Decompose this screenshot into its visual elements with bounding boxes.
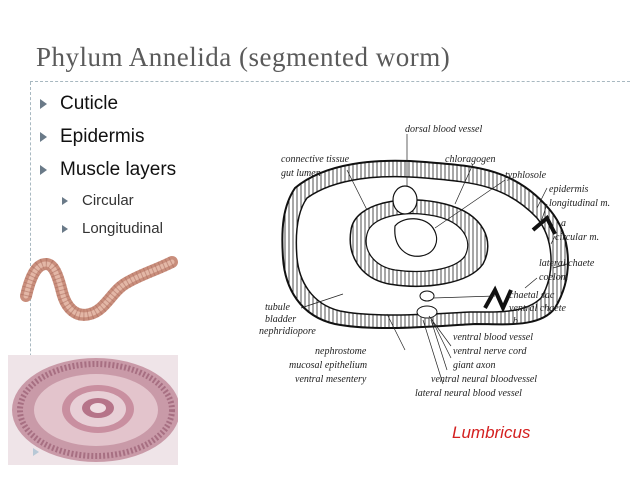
- label-gut-lumen: gut lumen: [281, 168, 321, 179]
- label-epidermis: epidermis: [549, 184, 589, 195]
- label-ventral-neural-bloodvessel: ventral neural bloodvessel: [431, 374, 537, 385]
- label-ventral-chaete: ventral chaete: [509, 303, 566, 314]
- label-tubule: tubule: [265, 302, 291, 313]
- slide-corner-arrow-icon: [33, 448, 39, 456]
- label-chaetal-sac: chaetal sac: [509, 290, 555, 301]
- sub-bullet-item: Longitudinal: [38, 217, 176, 245]
- slide-title: Phylum Annelida (segmented worm): [36, 42, 451, 72]
- label-chloragogen: chloragogen: [445, 154, 496, 165]
- bullet-arrow-icon: [40, 99, 47, 109]
- bullet-item: Epidermis: [38, 123, 176, 156]
- chaetae-a: [531, 214, 557, 235]
- diagram-caption: Lumbricus: [452, 423, 531, 442]
- earthworm-photo: [20, 256, 178, 321]
- label-coelom: coelom: [539, 272, 568, 283]
- chaetae-b: [483, 285, 513, 313]
- sub-bullet-text: Longitudinal: [82, 220, 163, 237]
- label-bladder: bladder: [265, 314, 296, 325]
- nerve-cord: [416, 305, 438, 319]
- bullet-item: Cuticle: [38, 90, 176, 123]
- label-nephridiopore: nephridiopore: [259, 326, 316, 337]
- sub-bullet-text: Circular: [82, 192, 134, 209]
- ventral-vessel: [419, 290, 435, 302]
- label-b: b: [513, 316, 518, 327]
- lumbricus-cross-section-diagram: dorsal blood vessel connective tissue gu…: [259, 124, 610, 399]
- bullet-text: Cuticle: [60, 93, 119, 114]
- sub-bullet-item: Circular: [38, 189, 176, 217]
- sub-bullet-arrow-icon: [62, 225, 68, 233]
- label-a: a: [561, 218, 566, 229]
- label-ventral-mesentery: ventral mesentery: [295, 374, 367, 385]
- label-ventral-nerve-cord: ventral nerve cord: [453, 346, 527, 357]
- label-mucosal-epithelium: mucosal epithelium: [289, 360, 367, 371]
- label-dorsal-blood-vessel: dorsal blood vessel: [405, 124, 482, 135]
- typhlosole: [394, 218, 438, 257]
- bullet-item: Muscle layers: [38, 156, 176, 189]
- label-connective-tissue: connective tissue: [281, 154, 350, 165]
- label-giant-axon: giant axon: [453, 360, 496, 371]
- label-circular-m: circular m.: [555, 232, 599, 243]
- bullet-arrow-icon: [40, 165, 47, 175]
- label-nephrostome: nephrostome: [315, 346, 367, 357]
- bullet-arrow-icon: [40, 132, 47, 142]
- dorsal-vessel: [392, 185, 418, 215]
- gut-lumen: [365, 213, 469, 273]
- bullet-text: Muscle layers: [60, 159, 177, 180]
- label-lateral-chaete: lateral chaete: [539, 258, 595, 269]
- label-longitudinal-m: longitudinal m.: [549, 198, 610, 209]
- label-lateral-neural-blood-vessel: lateral neural blood vessel: [415, 388, 522, 399]
- sub-bullet-arrow-icon: [62, 197, 68, 205]
- bullet-list: Cuticle Epidermis Muscle layers Circular…: [38, 90, 176, 245]
- title-divider: [30, 81, 630, 82]
- bullet-text: Epidermis: [60, 126, 145, 147]
- label-ventral-blood-vessel: ventral blood vessel: [453, 332, 533, 343]
- label-typhlosole: typhlosole: [505, 170, 547, 181]
- cross-section-photo: [8, 355, 178, 465]
